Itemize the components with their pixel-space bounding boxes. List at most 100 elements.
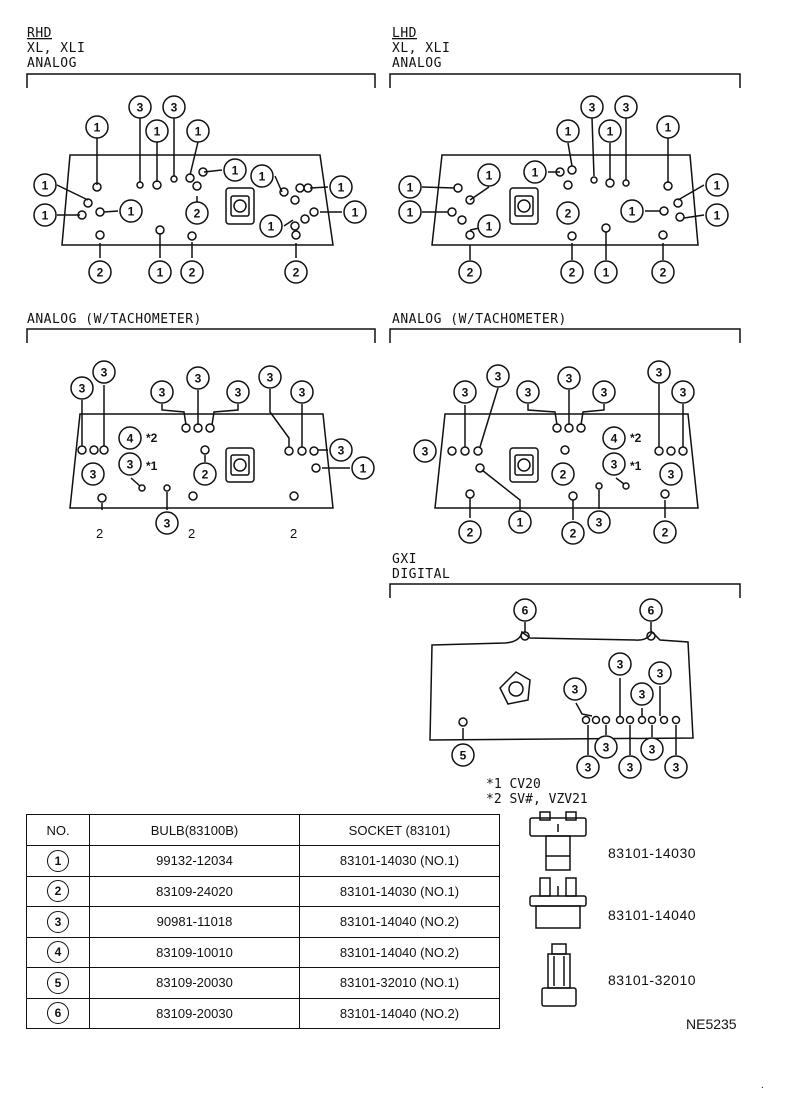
callout-number: 3	[680, 386, 687, 400]
callout-circle	[477, 214, 501, 238]
row-socket: 83101-14040 (NO.2)	[299, 906, 500, 938]
callout-number: 1	[154, 125, 161, 139]
callout-circle	[162, 95, 186, 119]
row-no: 5	[26, 967, 90, 999]
row-number-circle: 1	[47, 849, 69, 872]
callout-number: 3	[589, 101, 596, 115]
leader-lines	[56, 117, 705, 755]
callout-circle	[451, 743, 475, 767]
row-bulb: 83109-10010	[89, 936, 300, 968]
callout-number: 1	[517, 516, 524, 530]
row-socket: 83101-32010 (NO.1)	[299, 967, 500, 999]
callout-circle	[556, 119, 580, 143]
callout-number: 1	[532, 166, 539, 180]
row-number-circle: 3	[47, 910, 69, 933]
plain-two-c: 2	[290, 526, 297, 541]
row-bulb: 83109-20030	[89, 967, 300, 999]
callout-1: 1	[508, 510, 532, 534]
star1-marker-left: *1	[146, 459, 158, 473]
callout-number: 1	[42, 179, 49, 193]
callout-circle	[563, 677, 587, 701]
callout-1: 1	[343, 200, 367, 224]
callout-4: 4	[602, 426, 626, 450]
part-label-32010: 83101-32010	[608, 972, 697, 988]
callout-circle	[128, 95, 152, 119]
callout-number: 1	[714, 209, 721, 223]
callout-circle	[226, 380, 250, 404]
callout-number: 3	[611, 458, 618, 472]
callout-circle	[653, 520, 677, 544]
callout-3: 3	[592, 380, 616, 404]
callout-number: 1	[352, 206, 359, 220]
callout-number: 3	[585, 761, 592, 775]
callout-6: 6	[513, 598, 537, 622]
callout-3: 3	[155, 511, 179, 535]
callout-circle	[458, 260, 482, 284]
callout-number: 1	[157, 266, 164, 280]
callout-number: 1	[268, 220, 275, 234]
callout-circle	[33, 173, 57, 197]
callout-number: 2	[660, 266, 667, 280]
footnote-2: *2 SV#, VZV21	[486, 792, 588, 807]
callout-2: 2	[458, 520, 482, 544]
row-number-circle: 6	[47, 1002, 69, 1025]
callout-3: 3	[608, 652, 632, 676]
callout-number: 2	[194, 207, 201, 221]
callout-1: 1	[705, 173, 729, 197]
diagram-tach-right	[434, 413, 699, 509]
callout-circle	[329, 438, 353, 462]
callout-number: 1	[486, 169, 493, 183]
callout-3: 3	[647, 360, 671, 384]
callout-number: 3	[127, 458, 134, 472]
row-no: 3	[26, 906, 90, 938]
callout-3: 3	[329, 438, 353, 462]
corner-dot: .	[760, 1081, 765, 1090]
callout-number: 6	[522, 604, 529, 618]
figure-code: NE5235	[686, 1016, 737, 1032]
callout-circle	[557, 366, 581, 390]
callout-2: 2	[551, 462, 575, 486]
callout-number: 3	[159, 386, 166, 400]
callout-2: 2	[560, 260, 584, 284]
callout-number: 3	[623, 101, 630, 115]
callout-circle	[284, 260, 308, 284]
callout-3: 3	[453, 380, 477, 404]
callout-circle	[193, 462, 217, 486]
callout-number: 2	[97, 266, 104, 280]
callout-number: 3	[171, 101, 178, 115]
callout-number: 3	[164, 517, 171, 531]
section-gxi-header: GXI DIGITAL	[389, 552, 741, 598]
callout-2: 2	[88, 260, 112, 284]
callout-circle	[185, 201, 209, 225]
row-no: 1	[26, 845, 90, 877]
callout-circle	[398, 175, 422, 199]
callout-circle	[508, 510, 532, 534]
callout-number: 2	[467, 266, 474, 280]
callout-2: 2	[458, 260, 482, 284]
row-number-circle: 5	[47, 971, 69, 994]
callout-circle	[705, 203, 729, 227]
callout-1: 1	[223, 158, 247, 182]
callout-4: 4	[118, 426, 142, 450]
callout-circle	[656, 115, 680, 139]
callout-number: 3	[462, 386, 469, 400]
callout-number: 1	[607, 125, 614, 139]
callout-circle	[81, 462, 105, 486]
callout-number: 3	[649, 743, 656, 757]
callout-number: 3	[525, 386, 532, 400]
callout-1: 1	[351, 456, 375, 480]
callout-circle	[180, 260, 204, 284]
callout-number: 1	[565, 125, 572, 139]
callout-number: 1	[486, 220, 493, 234]
callout-3: 3	[563, 677, 587, 701]
callout-number: 6	[648, 604, 655, 618]
callout-1: 1	[477, 214, 501, 238]
callout-circle	[576, 755, 600, 779]
callout-circle	[92, 360, 116, 384]
callout-number: 1	[629, 205, 636, 219]
callout-circle	[580, 95, 604, 119]
callout-number: 4	[127, 432, 134, 446]
